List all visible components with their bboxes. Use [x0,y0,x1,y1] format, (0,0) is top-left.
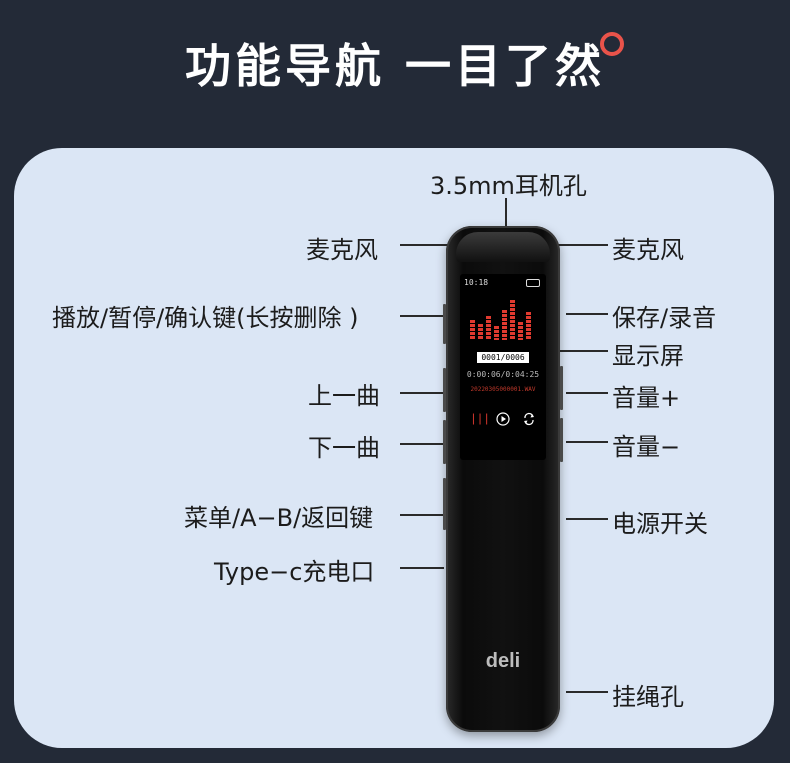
menu-side-button [443,478,446,530]
vol-down-side-button [560,418,563,462]
file-name: 20220305000001.WAV [470,386,536,393]
leader-save-record [566,313,608,315]
play-pause-side-button [443,304,446,344]
elapsed-time: 0:00:06/0:04:25 [466,370,540,379]
label-mic-right: 麦克风 [612,236,684,264]
leader-lanyard [566,691,608,693]
battery-icon [526,279,540,287]
vol-up-side-button [560,366,563,410]
meter-bar [518,322,523,340]
leader-menu [400,514,444,516]
label-display: 显示屏 [612,342,684,370]
feature-card: 3.5mm耳机孔 麦克风 播放/暂停/确认键(长按删除 ) 上一曲 下一曲 菜单… [14,148,774,748]
leader-charge [400,567,444,569]
label-earphone-jack: 3.5mm耳机孔 [430,172,587,200]
meter-bar [502,310,507,340]
track-counter: 0001/0006 [477,352,529,363]
label-prev: 上一曲 [308,382,380,410]
label-power: 电源开关 [612,510,708,538]
meter-bar [486,316,491,340]
brand-logo: deli [485,650,521,672]
device-display: 10:18 0001/0006 0:00:06/0:04:25 20220305… [460,274,546,460]
label-next: 下一曲 [308,434,380,462]
meter-bar [478,324,483,340]
level-meter [470,296,536,340]
waveform-icon: ∣∣∣ [470,412,490,425]
label-save-record: 保存/录音 [612,304,717,332]
page-headline: 功能导航 一目了然 [0,30,790,96]
leader-power [566,518,608,520]
meter-bar [494,326,499,340]
leader-mic-left [400,244,456,246]
voice-recorder-device: 10:18 0001/0006 0:00:06/0:04:25 20220305… [443,226,563,732]
ring-decoration-icon [600,32,624,56]
leader-vol-up [566,392,608,394]
label-charge: Type−c充电口 [214,558,375,586]
play-icon [496,412,510,426]
leader-prev [400,392,444,394]
device-top-cap [456,232,550,262]
headline-text: 功能导航 一目了然 [184,39,605,93]
label-play-pause: 播放/暂停/确认键(长按删除 ) [52,304,359,332]
leader-display [518,350,608,352]
label-mic-left: 麦克风 [306,236,378,264]
leader-earphone-jack [505,198,507,236]
label-vol-down: 音量− [612,433,681,461]
screen-time: 10:18 [464,278,489,287]
next-side-button [443,420,446,464]
label-menu: 菜单/A−B/返回键 [184,504,374,532]
meter-bar [526,312,531,340]
leader-play-pause [400,315,444,317]
leader-next [400,443,444,445]
leader-vol-down [566,441,608,443]
leader-mic-right [558,244,608,246]
prev-side-button [443,368,446,412]
label-lanyard: 挂绳孔 [612,683,684,711]
repeat-icon [522,412,536,426]
meter-bar [510,300,515,340]
meter-bar [470,320,475,340]
label-vol-up: 音量+ [612,384,681,412]
